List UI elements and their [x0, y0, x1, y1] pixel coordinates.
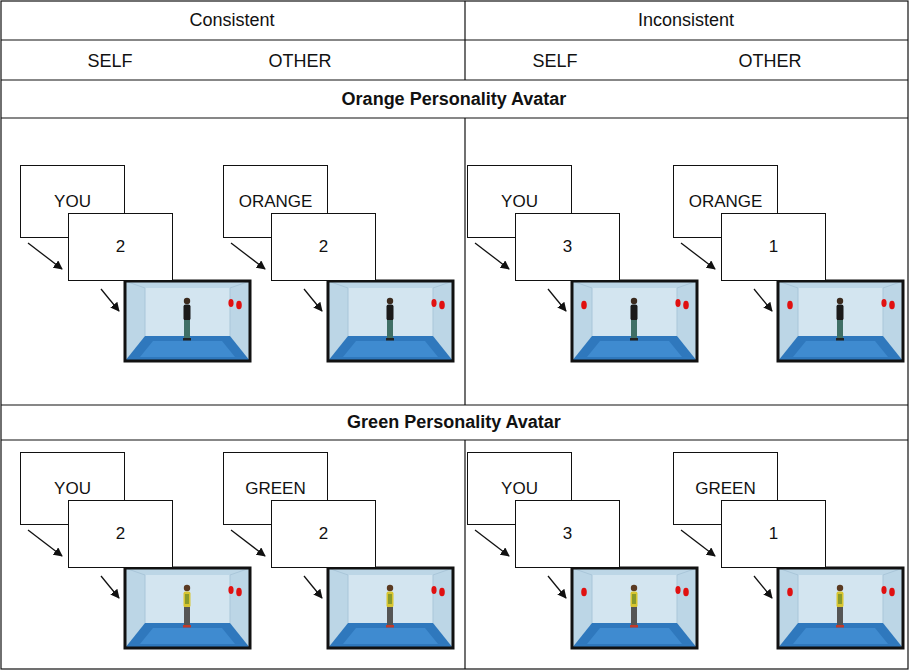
row-band-title: Green Personality Avatar — [347, 412, 561, 433]
card-text: YOU — [501, 192, 538, 212]
number-card: 1 — [721, 500, 826, 568]
number-card: 3 — [515, 213, 620, 281]
sequence-arrow — [475, 530, 509, 556]
scene-pictures — [125, 281, 903, 648]
sequence-arrow — [681, 530, 715, 556]
number-card: 1 — [721, 213, 826, 281]
column-header: Consistent — [189, 10, 274, 31]
card-text: 2 — [116, 237, 125, 257]
card-text: 2 — [319, 524, 328, 544]
card-text: 2 — [319, 237, 328, 257]
card-text: GREEN — [245, 479, 305, 499]
card-text: ORANGE — [689, 192, 763, 212]
card-text: 3 — [563, 237, 572, 257]
scene-arrows — [101, 289, 772, 598]
sub-header: SELF — [87, 51, 132, 72]
column-header: Inconsistent — [638, 10, 734, 31]
number-card: 2 — [68, 500, 173, 568]
sequence-arrow — [475, 243, 509, 269]
row-band-title: Orange Personality Avatar — [342, 89, 567, 110]
number-card: 2 — [68, 213, 173, 281]
sequence-arrow — [28, 530, 62, 556]
sub-header: SELF — [532, 51, 577, 72]
sequence-arrow — [681, 243, 715, 269]
card-text: YOU — [54, 479, 91, 499]
card-text: 1 — [769, 237, 778, 257]
sub-header: OTHER — [739, 51, 802, 72]
sequence-arrow — [28, 243, 62, 269]
sub-header: OTHER — [269, 51, 332, 72]
card-text: 2 — [116, 524, 125, 544]
number-card: 2 — [271, 500, 376, 568]
number-card: 2 — [271, 213, 376, 281]
card-text: ORANGE — [239, 192, 313, 212]
card-text: 1 — [769, 524, 778, 544]
number-card: 3 — [515, 500, 620, 568]
card-text: YOU — [501, 479, 538, 499]
card-text: GREEN — [695, 479, 755, 499]
sequence-arrow — [231, 243, 265, 269]
card-text: 3 — [563, 524, 572, 544]
card-text: YOU — [54, 192, 91, 212]
sequence-arrow — [231, 530, 265, 556]
